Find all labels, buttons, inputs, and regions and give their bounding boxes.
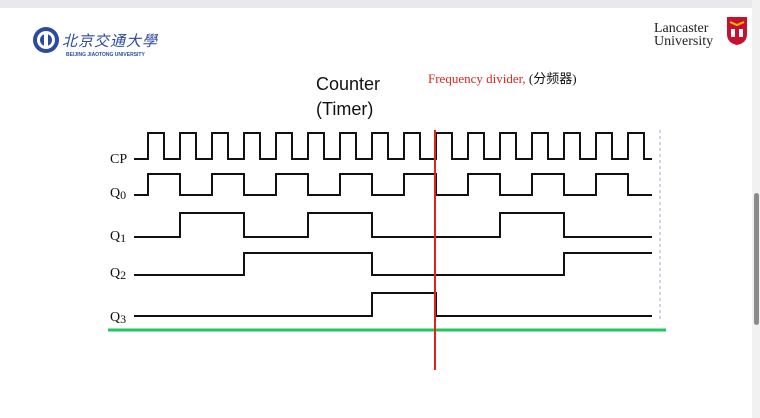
signal-label-cp: CP	[110, 152, 127, 167]
signal-label-q2: Q2	[110, 266, 126, 282]
frequency-divider-chinese: (分频器)	[528, 71, 577, 86]
counter-text: Counter	[316, 74, 381, 94]
signal-label-q0: Q0	[110, 186, 126, 202]
waveform-q3	[134, 292, 652, 317]
frequency-divider-text: Frequency divider,	[428, 71, 526, 86]
lancaster-name: Lancaster University	[654, 21, 714, 49]
scrollbar-thumb[interactable]	[754, 193, 759, 325]
timer-text: (Timer)	[316, 99, 374, 119]
signal-label-q1: Q1	[110, 229, 126, 245]
lancaster-line1: Lancaster	[654, 21, 709, 36]
bjtu-english-name: BEIJING JIAOTONG UNIVERSITY	[66, 52, 145, 58]
slide-canvas: 北京交通大學 BEIJING JIAOTONG UNIVERSITY Lanca…	[0, 8, 752, 418]
waveform-q1	[134, 212, 652, 238]
frequency-divider-label: Frequency divider, (分频器)	[428, 68, 577, 87]
lancaster-crest-icon	[727, 17, 747, 45]
waveform-cp	[134, 132, 652, 160]
counter-timer-label: Counter (Timer)	[316, 72, 380, 122]
bjtu-emblem-icon	[33, 27, 59, 53]
waveform-q0	[134, 173, 652, 196]
waveform-q2	[134, 252, 652, 276]
bjtu-name: 北京交通大學	[62, 32, 159, 50]
vertical-scrollbar[interactable]	[752, 0, 760, 418]
lancaster-line2: University	[654, 34, 714, 49]
signal-label-q3: Q3	[110, 310, 126, 326]
